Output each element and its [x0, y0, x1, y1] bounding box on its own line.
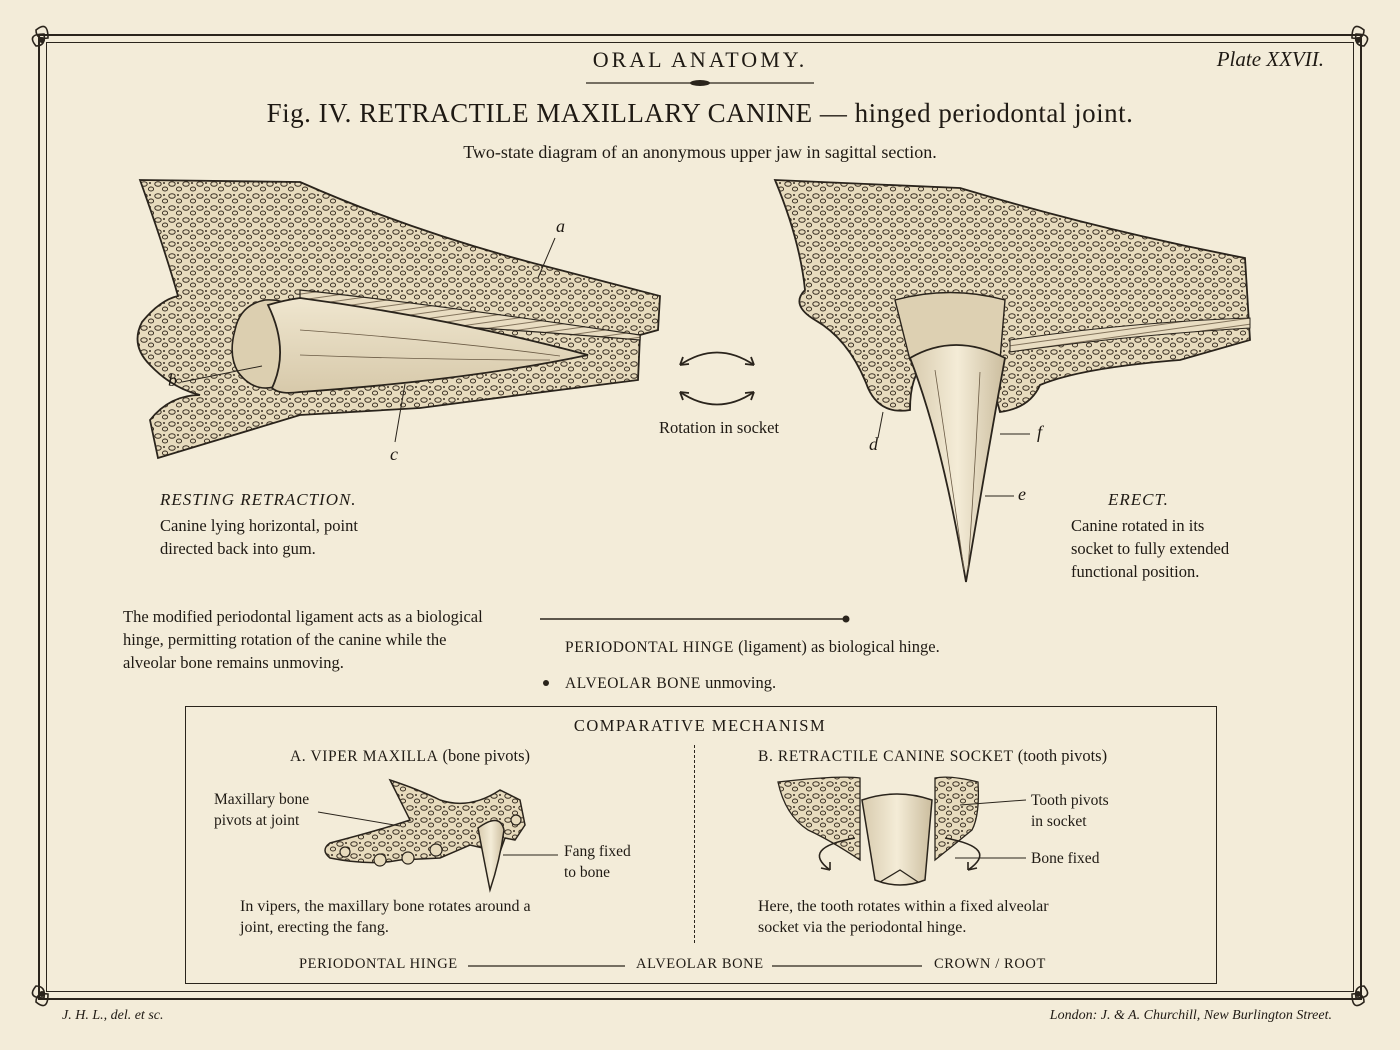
leader-c: [394, 383, 406, 443]
corner-ornament-tr: [1351, 25, 1369, 47]
compare-b-heading-rest: (tooth pivots): [1013, 746, 1108, 765]
right-caption-line-3: functional position.: [1071, 562, 1200, 581]
outer-frame: [38, 34, 1362, 1000]
label-c: c: [390, 444, 398, 464]
hinge-key-line: [540, 615, 850, 623]
comparative-box: [185, 706, 1217, 984]
socket-rotation-arrows-icon: [818, 837, 981, 871]
hinge-key-rest: (ligament) as biological hinge.: [733, 637, 940, 656]
comparative-divider: [694, 745, 695, 943]
bone-key-rest: unmoving.: [700, 673, 777, 692]
corner-ornament-tl: [31, 25, 49, 47]
viper-description-line-2: joint, erecting the fang.: [240, 919, 389, 936]
socket-callout-tooth: Tooth pivots in socket: [1031, 790, 1109, 832]
bone-key-dot: [543, 680, 549, 686]
canine-socket-drawing: [777, 776, 980, 886]
compare-a-heading: A. VIPER MAXILLA (bone pivots): [290, 744, 530, 768]
bone-key-text: ALVEOLAR BONE unmoving.: [565, 671, 776, 695]
label-b: b: [168, 370, 177, 390]
left-caption-heading: RESTING RETRACTION.: [160, 490, 357, 509]
right-canine-erect: [908, 344, 1007, 583]
label-e: e: [1018, 484, 1026, 504]
label-a: a: [556, 216, 565, 236]
compare-b-heading: B. RETRACTILE CANINE SOCKET (tooth pivot…: [758, 744, 1107, 768]
legend-item-hinge: PERIODONTAL HINGE: [299, 956, 458, 972]
leader-viper-bone: [317, 811, 401, 827]
left-caption-line-1: Canine lying horizontal, point: [160, 516, 358, 535]
explanation-line-2: hinge, permitting rotation of the canine…: [123, 630, 447, 649]
footer-credit: J. H. L., del. et sc.: [62, 1008, 164, 1023]
viper-callout-bone-line-2: pivots at joint: [214, 812, 300, 829]
compare-a-heading-term: A. VIPER MAXILLA: [290, 748, 439, 765]
figure-title: Fig. IV. RETRACTILE MAXILLARY CANINE — h…: [266, 98, 1134, 128]
legend-item-bone: ALVEOLAR BONE: [636, 956, 764, 972]
explanation-line-1: The modified periodontal ligament acts a…: [123, 607, 483, 626]
hinge-key-text: PERIODONTAL HINGE (ligament) as biologic…: [565, 635, 940, 659]
plate-number: Plate XXVII.: [1216, 47, 1324, 71]
left-canine-retracted: [266, 297, 589, 394]
viper-callout-bone-line-1: Maxillary bone: [214, 791, 310, 808]
footer-publisher: London: J. & A. Churchill, New Burlingto…: [1049, 1008, 1332, 1023]
right-caption-line-2: socket to fully extended: [1071, 539, 1230, 558]
corner-ornament-br: [1351, 985, 1369, 1007]
explanation-line-3: alveolar bone remains unmoving.: [123, 653, 344, 672]
compare-a-heading-rest: (bone pivots): [438, 746, 531, 765]
viper-description-line-1: In vipers, the maxillary bone rotates ar…: [240, 898, 531, 915]
right-caption-heading: ERECT.: [1108, 490, 1169, 509]
leader-b: [181, 365, 263, 383]
inner-frame: [46, 42, 1354, 992]
right-jaw-section: [773, 179, 1251, 413]
label-f: f: [1037, 422, 1043, 442]
bone-key-term: ALVEOLAR BONE: [565, 675, 701, 692]
figure-subtitle: Two-state diagram of an anonymous upper …: [463, 142, 937, 162]
viper-description: In vipers, the maxillary bone rotates ar…: [240, 896, 531, 938]
socket-description: Here, the tooth rotates within a fixed a…: [758, 896, 1049, 938]
corner-ornament-bl: [31, 985, 49, 1007]
socket-description-line-1: Here, the tooth rotates within a fixed a…: [758, 898, 1049, 915]
socket-callout-bone-line-1: Bone fixed: [1031, 850, 1100, 867]
hinge-key-term: PERIODONTAL HINGE: [565, 639, 734, 656]
rotation-arrows-icon: [679, 351, 755, 406]
comparative-title: COMPARATIVE MECHANISM: [573, 716, 827, 735]
leader-a: [537, 237, 556, 279]
title-rule: [586, 80, 814, 86]
left-caption-line-2: directed back into gum.: [160, 539, 316, 558]
viper-callout-bone: Maxillary bone pivots at joint: [214, 789, 309, 831]
leader-tooth-pivots: [959, 799, 1027, 806]
socket-description-line-2: socket via the periodontal hinge.: [758, 919, 967, 936]
label-d: d: [869, 434, 878, 454]
section-title: ORAL ANATOMY.: [592, 47, 808, 72]
socket-callout-tooth-line-2: in socket: [1031, 813, 1087, 830]
leader-d: [877, 411, 884, 439]
viper-callout-fang-line-1: Fang fixed: [564, 843, 631, 860]
viper-callout-fang-line-2: to bone: [564, 864, 611, 881]
legend-item-crown-root: CROWN / ROOT: [934, 956, 1046, 972]
rotation-label: Rotation in socket: [659, 418, 780, 437]
viper-callout-fang: Fang fixed to bone: [564, 841, 631, 883]
socket-callout-bone: Bone fixed: [1031, 848, 1099, 869]
socket-callout-tooth-line-1: Tooth pivots: [1031, 792, 1109, 809]
viper-maxilla-drawing: [324, 778, 526, 893]
right-caption-line-1: Canine rotated in its: [1071, 516, 1205, 535]
compare-b-heading-term: B. RETRACTILE CANINE SOCKET: [758, 748, 1014, 765]
